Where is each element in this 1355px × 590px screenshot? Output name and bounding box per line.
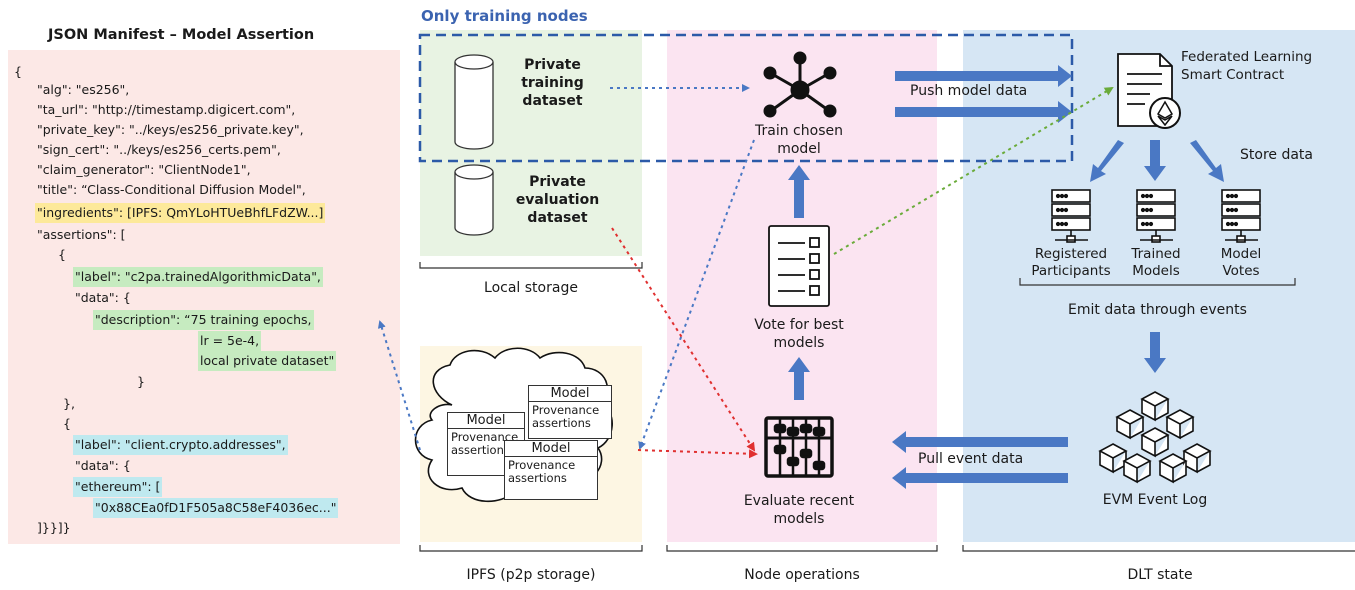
store-data-label: Store data (1240, 147, 1313, 163)
manifest-line: { (58, 247, 66, 262)
abacus-icon (764, 416, 834, 478)
manifest-line-ethereum: "ethereum": [ (73, 477, 163, 497)
ipfs-model-card: Model Provenance assertions (504, 440, 598, 500)
pull-arrow-2 (892, 467, 1068, 489)
manifest-line-ingredients: "ingredients": [IPFS: QmYLoHTUeBhfLFdZW.… (35, 203, 326, 223)
node-operations-caption: Node operations (744, 567, 860, 583)
evaluation-dataset-cylinder-icon (454, 164, 494, 236)
card-title: Model (529, 386, 611, 402)
manifest-line: "data": { (75, 458, 131, 473)
train-to-ipfs-arrow (638, 139, 755, 450)
smart-contract-label: Federated Learning Smart Contract (1181, 49, 1313, 83)
manifest-line: "claim_generator": "ClientNode1", (37, 162, 251, 177)
vote-best-models-label: Vote for best models (754, 317, 844, 351)
local-storage-bracket (419, 262, 643, 269)
dlt-bracket (962, 545, 1355, 552)
manifest-line-description: "description": “75 training epochs, (93, 310, 314, 330)
manifest-line: { (14, 64, 22, 79)
node-operations-bracket (666, 545, 938, 552)
store-arrow-right (1190, 140, 1224, 182)
manifest-line-address: "0x88CEa0fD1F505a8C58eF4036ec..." (93, 498, 339, 518)
card-body: Provenance assertions (451, 430, 519, 457)
store-arrow-left (1090, 140, 1124, 182)
manifest-line: "assertions": [ (37, 227, 126, 242)
model-votes-server-icon (1221, 189, 1261, 243)
manifest-line: } (137, 374, 145, 389)
card-body: Provenance assertions (532, 403, 600, 430)
manifest-line: "ta_url": "http://timestamp.digicert.com… (37, 102, 296, 117)
model-votes-label: Model Votes (1220, 246, 1262, 279)
evaluate-recent-models-label: Evaluate recent models (743, 493, 855, 527)
manifest-line: ]}}]} (37, 520, 71, 535)
push-arrow-2 (895, 101, 1072, 123)
evaluation-dataset-label: Private evaluation dataset (515, 174, 600, 226)
network-icon (763, 51, 837, 118)
pull-event-data-label: Pull event data (918, 451, 1024, 467)
up-arrow-eval-to-vote (788, 357, 810, 400)
ipfs-model-card: Model Provenance assertions (528, 385, 612, 439)
manifest-line: "private_key": "../keys/es256_private.ke… (37, 122, 304, 137)
registered-participants-server-icon (1051, 189, 1091, 243)
smart-contract-document-icon (1117, 53, 1181, 129)
ipfs-to-evaluate-arrow (637, 449, 758, 459)
card-title: Model (448, 413, 524, 429)
manifest-line: "data": { (75, 290, 131, 305)
only-training-nodes-label: Only training nodes (421, 7, 588, 25)
ipfs-caption: IPFS (p2p storage) (466, 567, 596, 583)
manifest-line: }, (63, 396, 75, 411)
manifest-line: { (63, 416, 71, 431)
store-arrow-mid (1144, 140, 1166, 181)
train-chosen-model-label: Train chosen model (755, 123, 843, 157)
evm-event-log-label: EVM Event Log (1102, 492, 1208, 508)
ipfs-bracket (419, 545, 643, 552)
up-arrow-vote-to-train (788, 165, 810, 218)
training-dataset-label: Private training dataset (521, 57, 584, 109)
card-title: Model (505, 441, 597, 457)
ballot-list-icon (768, 225, 830, 307)
trained-models-label: Trained Models (1131, 246, 1181, 279)
push-arrow-1 (895, 65, 1072, 87)
manifest-line: "sign_cert": "../keys/es256_certs.pem", (37, 142, 281, 157)
emit-events-label: Emit data through events (1068, 302, 1247, 318)
local-storage-caption: Local storage (484, 280, 578, 296)
evaluation-dataset-to-evaluate-arrow (611, 227, 756, 452)
thick-arrows (788, 65, 1224, 489)
dlt-state-caption: DLT state (1127, 567, 1193, 583)
storage-bracket (1019, 278, 1296, 286)
training-dataset-cylinder-icon (454, 54, 494, 150)
push-model-data-label: Push model data (910, 83, 1028, 99)
manifest-title: JSON Manifest – Model Assertion (48, 27, 315, 43)
manifest-panel (8, 50, 400, 544)
manifest-line-lr: lr = 5e-4, (198, 331, 262, 351)
manifest-line-label-crypto: "label": "client.crypto.addresses", (73, 435, 288, 455)
manifest-line-dataset: local private dataset" (198, 351, 337, 371)
card-body: Provenance assertions (508, 458, 576, 485)
vote-to-contract-arrow (833, 86, 1114, 255)
ipfs-to-manifest-arrow (377, 320, 421, 451)
manifest-line-label-trained: "label": "c2pa.trainedAlgorithmicData", (73, 267, 323, 287)
manifest-line: "alg": "es256", (37, 82, 130, 97)
emit-down-arrow (1144, 332, 1166, 373)
blockchain-cubes-icon (1098, 391, 1212, 484)
pull-arrow-1 (892, 431, 1068, 453)
registered-participants-label: Registered Participants (1031, 246, 1111, 279)
manifest-line: "title": “Class-Conditional Diffusion Mo… (37, 182, 306, 197)
trained-models-server-icon (1136, 189, 1176, 243)
